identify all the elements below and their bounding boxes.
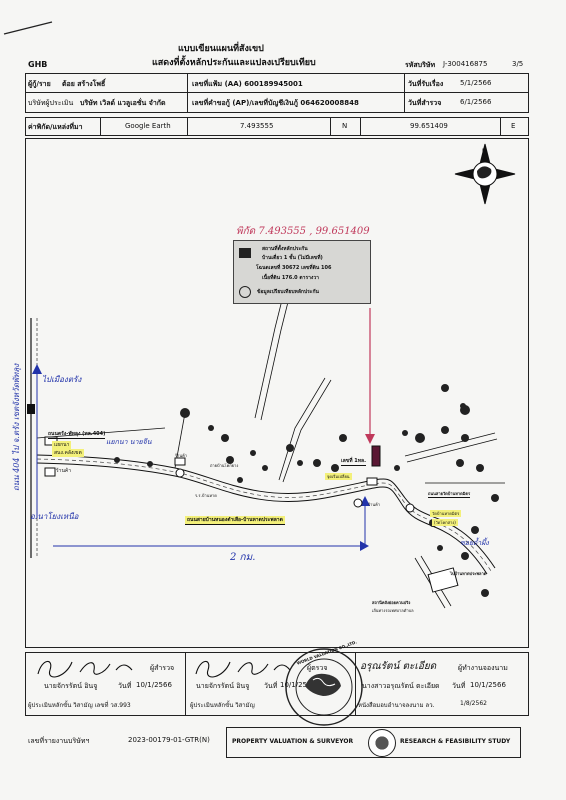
footer-brand-box	[226, 727, 521, 758]
label-junction: จุดเริ่มเปลี่ยน	[325, 473, 352, 480]
latitude: 7.493555	[240, 122, 274, 130]
company-code-label: รหัสบริษัท	[405, 61, 436, 69]
handwritten-right-note: ซอยถ้ำผึ้ง	[460, 539, 489, 547]
legend-comparison-circle	[239, 286, 251, 298]
longitude: 99.651409	[410, 122, 448, 130]
coord-source: Google Earth	[125, 122, 171, 130]
borrower-name: ต้อย สร้างโพธิ์	[62, 80, 106, 88]
company-seal: WORLD VALUATION CO.,LTD.	[283, 639, 365, 728]
label-temple2a: วัดบ้านหาดมิตร	[430, 510, 462, 517]
coord-row	[25, 117, 529, 136]
label-temple1: ร.ร.บ้านหาด	[195, 493, 217, 498]
manager-date: 10/1/2566	[470, 681, 506, 689]
label-bottom-road1: สถานีคลังย่อยควนปริง	[372, 600, 411, 605]
coord-label: ค่าพิกัด/แหล่งที่มา	[28, 123, 83, 131]
report-number: 2023-00179-01-GTR(N)	[128, 736, 210, 744]
legend-line5: ข้อมูลเปรียบเทียบหลักประกัน	[257, 289, 319, 295]
label-side-road: ถ่ายบ้านโคกยาง	[210, 463, 239, 468]
label-shop: ร้านค้า	[368, 502, 381, 507]
handwritten-left-road: ถนน 404 ไป จ.ตรัง เขตจังหวัดพัทลุง	[12, 363, 22, 492]
label-temple2b: (วัดโคกล่าง)	[432, 519, 458, 526]
company-code: J-300416875	[443, 60, 488, 68]
footer-logo-icon	[368, 729, 396, 757]
info-table	[25, 73, 529, 113]
appraiser-name: บริษัท เวิลด์ แวลูเอชั่น จำกัด	[80, 99, 166, 107]
title-line2: แสดงที่ตั้งหลักประกันและแปลงเปรียบเทียบ	[152, 58, 316, 68]
reviewer-date-label: วันที่	[264, 682, 278, 690]
label-shop-left: ร้านค้า	[56, 468, 72, 474]
sig-col-div-1	[185, 652, 186, 715]
license-2: ผู้ประเมินหลักขั้น วิสามัญ	[190, 702, 255, 709]
survey-label: วันที่สำรวจ	[408, 99, 442, 107]
label-shop-mid: ร้านค้า	[175, 453, 188, 458]
label-north: N	[482, 148, 488, 155]
handwritten-branch-note: แยกนา นายจีน	[106, 438, 152, 446]
appraiser-label: บริษัทผู้ประเมิน	[28, 99, 74, 107]
label-branch: แยกนา	[52, 441, 72, 449]
received-label: วันที่รับเรื่อง	[408, 80, 444, 88]
north-arrow-icon	[454, 143, 516, 205]
legend-collateral-swatch	[239, 248, 251, 258]
coord-div-3	[330, 117, 331, 135]
reviewer-signature	[195, 660, 291, 678]
handwritten-coordinates: พิกัด 7.493555 , 99.651409	[236, 226, 370, 237]
handwritten-distance: 2 กม.	[230, 552, 256, 563]
legend-line2: บ้านเดี่ยว 1 ชั้น (ไม่มีเลขที่)	[262, 255, 323, 261]
borrower-label: ผู้กู้/ราย	[28, 80, 51, 88]
reviewer-role: ผู้ตรวจ	[307, 664, 328, 672]
surveyor-date-label: วันที่	[118, 682, 132, 690]
page-number: 3/5	[512, 60, 524, 68]
license-3: หนังสือมอบอำนาจลงนาม ลว.	[358, 702, 435, 709]
map-frame	[25, 138, 529, 648]
label-collateral-tag: เลขที่ 1ทล.	[341, 458, 366, 466]
coord-div-2	[187, 117, 188, 135]
legend-line4: เนื้อที่ดิน 176.0 ตารางวา	[262, 275, 319, 281]
manager-handwritten: อรุณรัตน์ ตะเอียด	[360, 661, 437, 672]
survey-date: 6/1/2566	[460, 98, 492, 106]
license-1: ผู้ประเมินหลักขั้น วิสามัญ เลขที่ วส.993	[28, 702, 131, 709]
manager-name: นางสาวอรุณรัตน์ ตะเอียด	[362, 682, 440, 690]
brand-ghb: GHB	[28, 60, 48, 69]
lat-direction: N	[342, 122, 348, 130]
map-canvas	[27, 143, 516, 609]
brand-right: RESEARCH & FEASIBILITY STUDY	[400, 738, 511, 745]
pen-mark	[3, 21, 53, 35]
legend-box	[233, 240, 371, 304]
lon-direction: E	[511, 122, 516, 130]
license-3-date: 1/8/2562	[460, 700, 487, 707]
coord-div-5	[500, 117, 501, 135]
sig-col-div-2	[355, 652, 356, 715]
info-col-divider-2	[404, 73, 405, 112]
surveyor-signature	[37, 660, 133, 678]
label-village-road: ไปบ้านหาดประพลาด	[450, 571, 487, 576]
report-label: เลขที่รายงานบริษัทฯ	[28, 737, 90, 745]
label-right-road: ถนนสายวัดบ้านหาดมิตร	[428, 491, 471, 498]
label-main-road: ถนนสายบ้านหนองตำเสือ-บ้านหาดประพลาด	[185, 516, 285, 525]
coord-div-4	[360, 117, 361, 135]
label-phatthalung-road: ถนนตรัง-พัทลุง (ทล.404)	[48, 431, 106, 439]
received-date: 5/1/2566	[460, 79, 492, 87]
info-divider	[25, 92, 528, 93]
legend-line1: สถานที่ตั้งหลักประกัน	[262, 246, 308, 252]
legend-line3: โฉนดเลขที่ 30672 เลขที่ดิน 106	[256, 265, 332, 271]
manager-role: ผู้ทำงานจองนาม	[458, 664, 508, 672]
info-col-divider	[187, 73, 188, 112]
surveyor-date: 10/1/2566	[136, 681, 172, 689]
request-number: เลขที่คำขอกู้ (AP)/เลขที่บัญชีเงินกู้ 06…	[192, 99, 359, 107]
title-line1: แบบเขียนแผนที่สังเขป	[178, 44, 264, 54]
coord-div-1	[100, 117, 101, 135]
handwritten-bottom-left: อ.นาโยงเหนือ	[30, 512, 79, 521]
label-town-hall: สนง.คลังเขต	[52, 449, 84, 457]
manager-date-label: วันที่	[452, 682, 466, 690]
label-bottom-road2: เส้นทางรถเทศบาลตำบล	[372, 608, 414, 613]
brand-left: PROPERTY VALUATION & SURVEYOR	[232, 738, 354, 745]
surveyor-role: ผู้สำรวจ	[150, 664, 175, 672]
surveyor-name: นายจักรรัตน์ อินจู	[44, 682, 98, 690]
signature-table	[25, 652, 529, 716]
file-number: เลขที่แฟ้ม (AA) 600189945001	[192, 80, 303, 88]
reviewer-date: 10/1/2566	[280, 681, 316, 689]
handwritten-to-trang: ไปเมืองตรัง	[42, 375, 82, 384]
main-road	[36, 454, 496, 575]
reviewer-name: นายจักรรัตน์ อินจู	[196, 682, 250, 690]
